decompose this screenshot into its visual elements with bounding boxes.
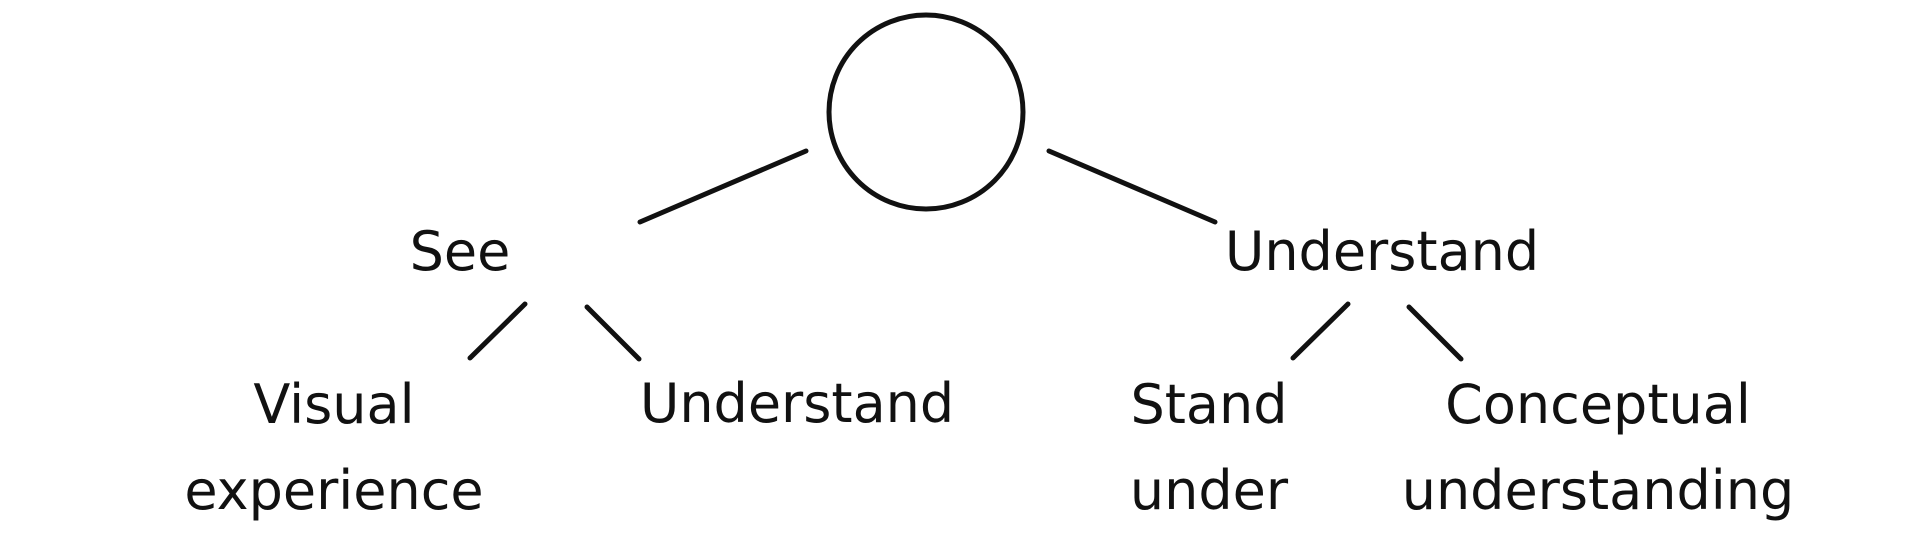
edge-understand-to-stand-under xyxy=(1290,301,1351,361)
edge-root-to-understand xyxy=(1046,148,1218,225)
root-node-circle xyxy=(826,12,1026,212)
concept-tree-diagram xyxy=(467,12,1464,362)
node-see-label: See xyxy=(409,220,511,283)
node-see-understand-label: Understand xyxy=(639,372,955,435)
node-stand-under-label: Stand under xyxy=(1129,373,1289,522)
node-visual-experience-label: Visual experience xyxy=(184,373,484,522)
edge-understand-to-conceptual-understanding xyxy=(1406,304,1464,362)
node-conceptual-understanding-label: Conceptual understanding xyxy=(1401,373,1795,522)
edge-root-to-see xyxy=(637,148,809,225)
edge-see-to-understand xyxy=(584,304,642,362)
node-understand-label: Understand xyxy=(1224,220,1540,283)
edge-see-to-visual-experience xyxy=(467,301,528,361)
